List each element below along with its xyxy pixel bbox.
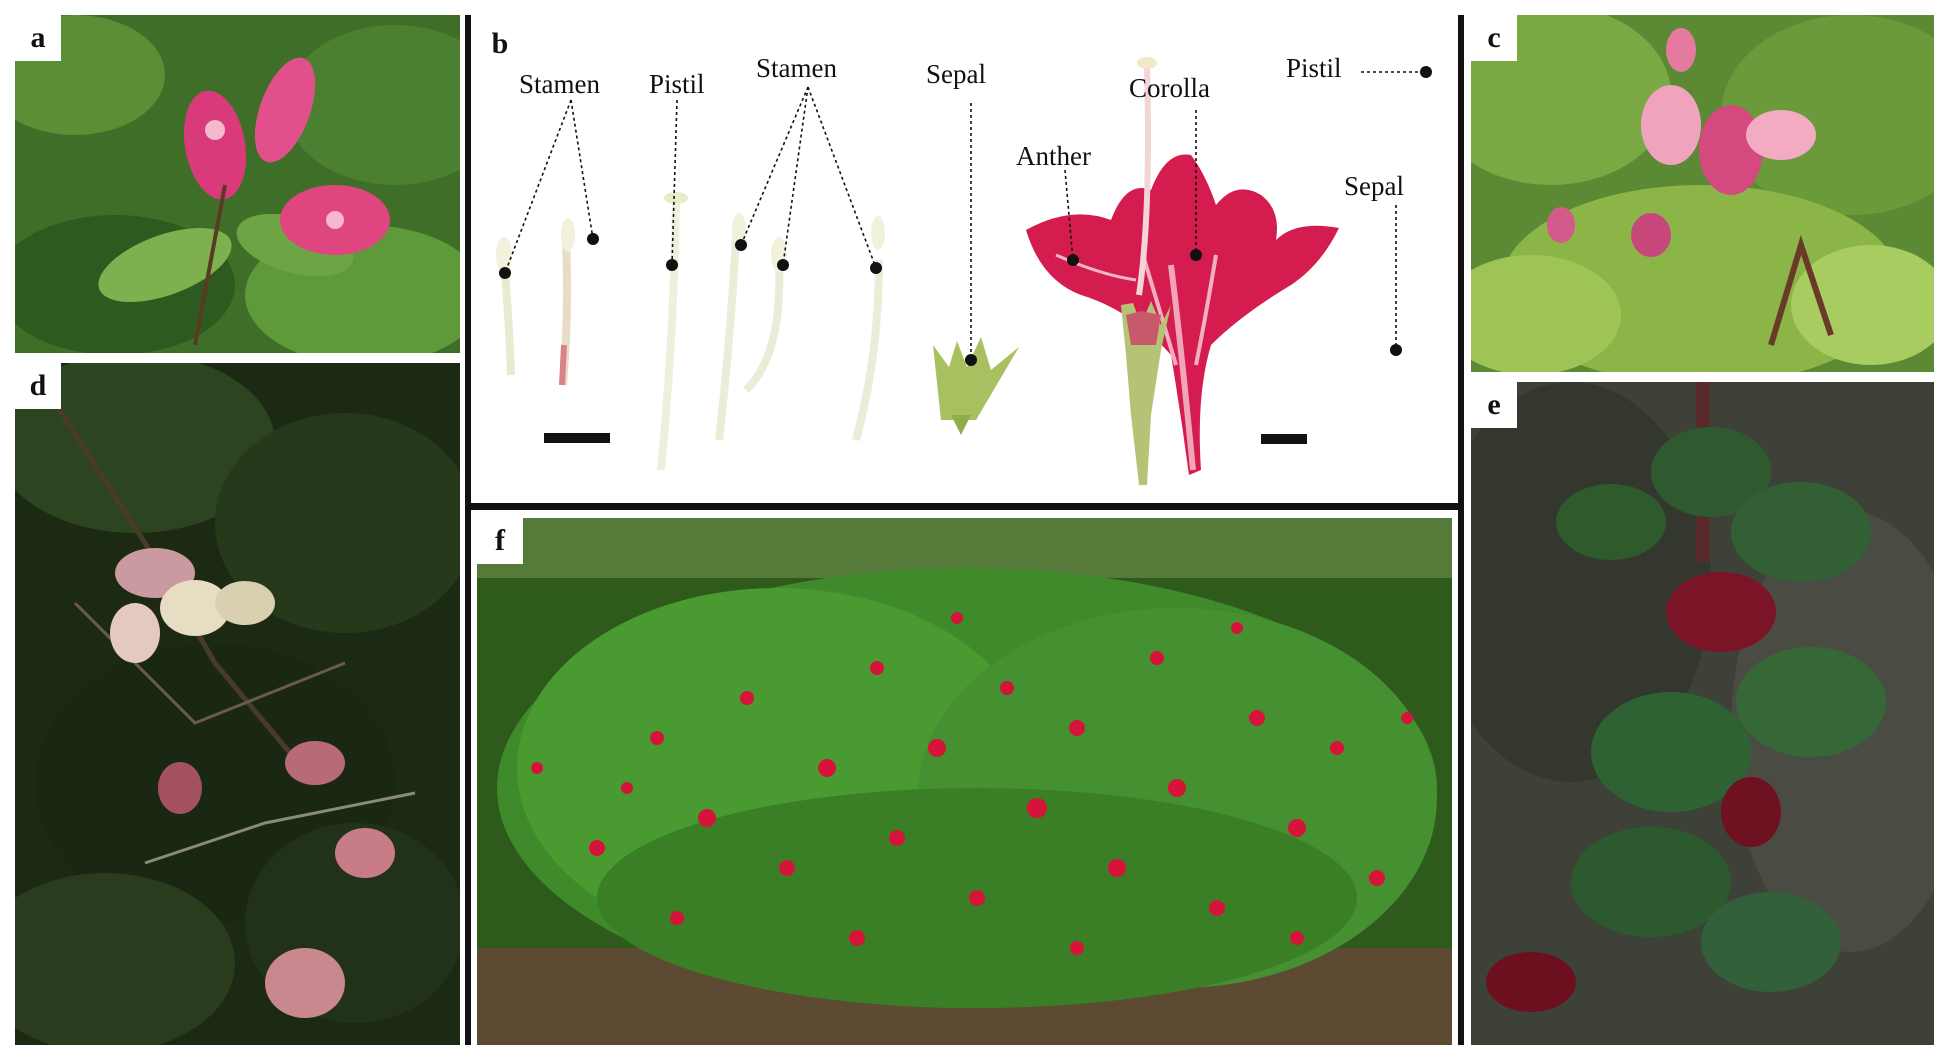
photo-panel-a: a (15, 15, 460, 353)
stamen-4 (743, 259, 784, 393)
photo-panel-d: d (15, 363, 460, 1045)
pink-weigela-flowers-photo (15, 15, 460, 353)
photo-panel-c: c (1471, 15, 1934, 372)
pistil (657, 199, 680, 471)
pale-pink-flowers-on-branch-photo (15, 363, 460, 1045)
label-sepal-right: Sepal (1344, 171, 1404, 201)
flowering-shrub-photo (477, 518, 1452, 1045)
scale-bar-right (1261, 434, 1307, 444)
pistil-right (1136, 66, 1151, 296)
red-flower-clusters (531, 612, 1413, 955)
panel-label-a: a (15, 15, 61, 61)
dark-red-flower-2 (1721, 777, 1781, 847)
divider-middle (465, 503, 1464, 510)
panel-label-d: d (15, 363, 61, 409)
light-pink-flowers-photo (1471, 15, 1934, 372)
dark-red-flower-1 (1666, 572, 1776, 652)
flower-dissection-diagram: Stamen Pistil Stamen Sepal Corolla Anthe… (496, 53, 1432, 485)
scale-bar-left (544, 433, 610, 443)
flower-dissection-panel-b: Stamen Pistil Stamen Sepal Corolla Anthe… (471, 15, 1458, 503)
label-corolla: Corolla (1129, 73, 1210, 103)
corolla (1026, 154, 1339, 475)
dark-red-flowers-photo (1471, 382, 1934, 1045)
label-stamen-left: Stamen (519, 69, 600, 99)
label-pistil-left: Pistil (649, 69, 705, 99)
divider-left (465, 15, 471, 1045)
photo-panel-e: e (1471, 382, 1934, 1045)
sepal-right (1121, 301, 1171, 485)
label-stamen-right: Stamen (756, 53, 837, 83)
sepal-left (933, 337, 1019, 420)
label-pistil-right: Pistil (1286, 53, 1342, 83)
label-sepal-left: Sepal (926, 59, 986, 89)
photo-panel-f: f (477, 518, 1452, 1045)
stamen-5 (852, 259, 883, 442)
stamen-3 (715, 234, 740, 441)
panel-label-e: e (1471, 382, 1517, 428)
dark-red-flower-3 (1486, 952, 1576, 1012)
label-anther: Anther (1016, 141, 1091, 171)
panel-label-c: c (1471, 15, 1517, 61)
panel-label-f: f (477, 518, 523, 564)
panel-label-b: b (477, 21, 523, 67)
divider-right (1458, 15, 1464, 1045)
